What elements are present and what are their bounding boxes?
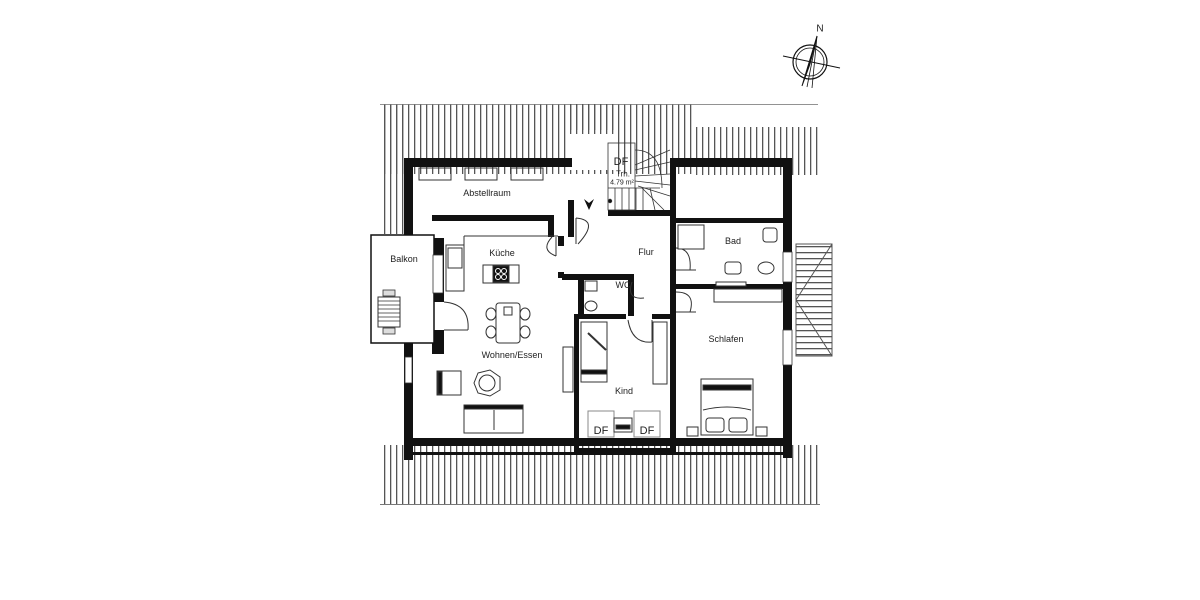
stair-direction-arrow <box>584 199 594 210</box>
kitchen-fixtures <box>445 235 558 292</box>
kids-room-furniture <box>580 321 668 438</box>
room-label-schlafen: Schlafen <box>708 334 744 344</box>
room-label-kind: Kind <box>614 386 634 396</box>
storage-shelves <box>418 167 544 181</box>
dining-table <box>485 302 531 344</box>
living-furniture <box>436 346 574 434</box>
room-label-flur: Flur <box>638 247 654 257</box>
room-label-wc: WC <box>615 280 631 290</box>
room-label-kueche: Küche <box>489 248 515 258</box>
windows <box>404 251 793 384</box>
room-label-bad: Bad <box>724 236 742 246</box>
room-label-abstellraum: Abstellraum <box>463 188 511 198</box>
room-label-wohnen-essen: Wohnen/Essen <box>481 350 543 360</box>
staircase <box>607 142 671 211</box>
skylight-label-left: DF <box>593 425 609 437</box>
wc-fixtures <box>584 280 598 312</box>
balcony <box>370 234 435 344</box>
stair-name-label: Trh. <box>616 169 630 179</box>
dormer-roof <box>795 243 833 357</box>
stair-skylight-label: DF <box>613 156 629 168</box>
compass-rose <box>782 35 841 89</box>
bedroom-furniture <box>686 378 768 437</box>
compass-north-label: N <box>816 23 824 35</box>
bath-fixtures <box>677 224 783 303</box>
stair-area-label: 4.79 m² <box>610 179 634 187</box>
skylight-label-right: DF <box>639 425 655 437</box>
room-label-balkon: Balkon <box>390 254 418 264</box>
